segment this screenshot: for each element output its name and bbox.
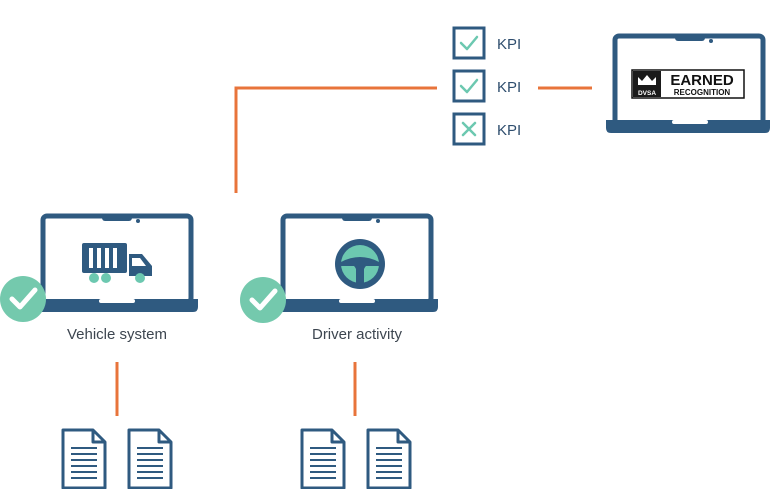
driver-activity-label: Driver activity [312, 326, 403, 343]
check-icon [459, 78, 479, 94]
logo-title-line1: EARNED [670, 72, 734, 89]
verified-check-icon [0, 276, 46, 322]
document-icon [300, 428, 346, 489]
kpi-checkbox [452, 69, 486, 103]
cross-icon [461, 121, 477, 137]
document-icon [127, 428, 173, 489]
earned-recognition-laptop: DVSA EARNED RECOGNITION [606, 33, 770, 133]
earned-recognition-logo: DVSA EARNED RECOGNITION [631, 69, 745, 99]
laptop-base [606, 120, 770, 133]
kpi-checkbox [452, 112, 486, 146]
document-icon [366, 428, 412, 489]
logo-badge-text: DVSA [638, 90, 656, 97]
driver-activity-laptop: Driver activity [240, 213, 438, 343]
kpi-item: KPI [452, 112, 521, 146]
laptop-camera [136, 219, 140, 223]
steering-wheel-icon [335, 239, 385, 289]
kpi-list: KPI KPI KPI [452, 26, 521, 146]
kpi-item: KPI [452, 69, 521, 103]
kpi-label: KPI [497, 79, 521, 96]
laptop-base [274, 299, 438, 312]
vehicle-system-label: Vehicle system [67, 326, 167, 343]
logo-title-line2: RECOGNITION [674, 88, 731, 97]
connector-systems-to-kpis [234, 86, 437, 193]
vehicle-documents [61, 428, 173, 489]
laptop-notch [102, 214, 132, 221]
document-icon [61, 428, 107, 489]
check-icon [459, 35, 479, 51]
kpi-item: KPI [452, 26, 521, 60]
laptop-base-notch [672, 120, 708, 124]
laptop-base [34, 299, 198, 312]
connectors [115, 86, 592, 416]
crown-icon [638, 75, 656, 85]
laptop-base-notch [339, 299, 375, 303]
driver-documents [300, 428, 412, 489]
laptop-camera [376, 219, 380, 223]
laptop-notch [342, 214, 372, 221]
verified-check-icon [240, 277, 286, 323]
kpi-checkbox [452, 26, 486, 60]
vehicle-system-laptop: Vehicle system [0, 213, 198, 343]
laptop-base-notch [99, 299, 135, 303]
laptop-camera [709, 39, 713, 43]
kpi-label: KPI [497, 36, 521, 53]
laptop-notch [675, 34, 705, 41]
truck-icon [82, 243, 152, 283]
kpi-label: KPI [497, 122, 521, 139]
